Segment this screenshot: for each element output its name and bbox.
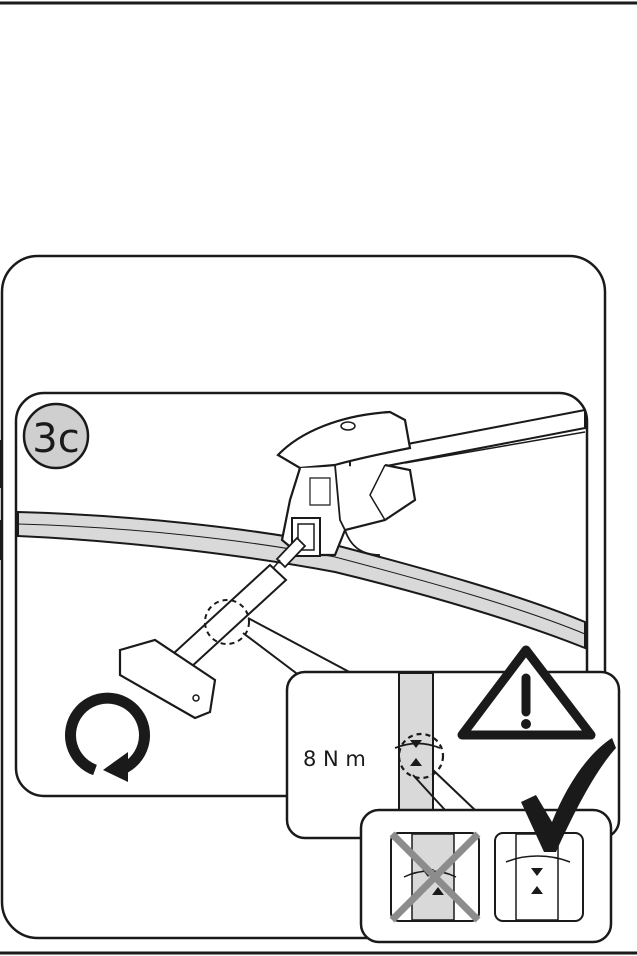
- callout-line: [247, 617, 356, 676]
- callout-line: [242, 632, 301, 677]
- detail-ring: [397, 732, 445, 780]
- correct-example: [494, 832, 584, 922]
- callout-line: [432, 769, 476, 811]
- step-badge-circle: [22, 402, 90, 470]
- callout-ring: [204, 599, 250, 645]
- callout-line: [412, 774, 446, 811]
- warning-triangle-icon: [457, 645, 596, 740]
- roof-rail: [17, 510, 586, 650]
- wrong-example: [389, 831, 481, 923]
- cross-icon: [389, 831, 481, 923]
- torque-tool: [118, 536, 307, 720]
- check-mark-icon: [521, 738, 616, 852]
- step-badge-label: 3c: [32, 416, 79, 462]
- rotate-clockwise-icon: [65, 692, 150, 782]
- step-badge: 3c: [22, 402, 90, 470]
- torque-label: 8 N m: [303, 747, 366, 771]
